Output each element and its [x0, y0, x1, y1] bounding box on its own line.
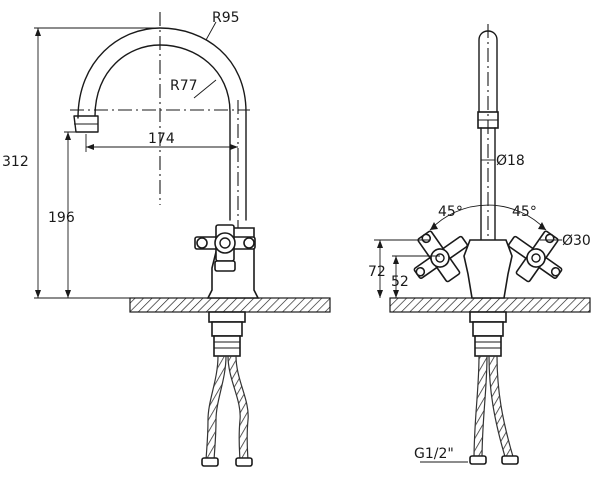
dim-45-right-label: 45°	[512, 204, 537, 220]
mount-nut-left	[208, 311, 246, 323]
handle-right-front	[507, 230, 563, 283]
dim-d30-label: Ø30	[562, 233, 591, 249]
side-view: 312 196 174 R95 R77	[2, 10, 331, 467]
dim-45-left-label: 45°	[438, 204, 463, 220]
dim-196-label: 196	[48, 210, 75, 226]
hose-left-b	[228, 355, 248, 463]
handle-side	[194, 224, 256, 272]
dim-thread-label: G1/2"	[414, 446, 454, 462]
faucet-body-front	[463, 239, 513, 299]
r77-leader	[193, 79, 217, 99]
r95-leader	[205, 21, 217, 41]
front-view: Ø18 45° 45° Ø30	[368, 24, 591, 465]
hose-left-a	[206, 355, 226, 463]
hose-right-b	[489, 355, 514, 462]
angle-arc-45	[429, 204, 547, 231]
dim-d18-label: Ø18	[496, 153, 525, 169]
dim-72-label: 72	[368, 264, 386, 280]
countertop-left	[129, 297, 331, 313]
spout-nozzle	[73, 115, 99, 133]
countertop-right	[389, 297, 591, 313]
mount-nut-right	[469, 311, 507, 323]
dim-r77-label: R77	[170, 78, 198, 94]
spout-outer-arc	[77, 27, 247, 221]
mount-shank-right	[472, 321, 504, 337]
hose-right-a	[474, 355, 487, 461]
dim-312-label: 312	[2, 154, 29, 170]
dim-174-label: 174	[148, 131, 175, 147]
mount-shank-left	[211, 321, 243, 337]
dim-r95-label: R95	[212, 10, 240, 26]
dim-52-label: 52	[391, 274, 409, 290]
